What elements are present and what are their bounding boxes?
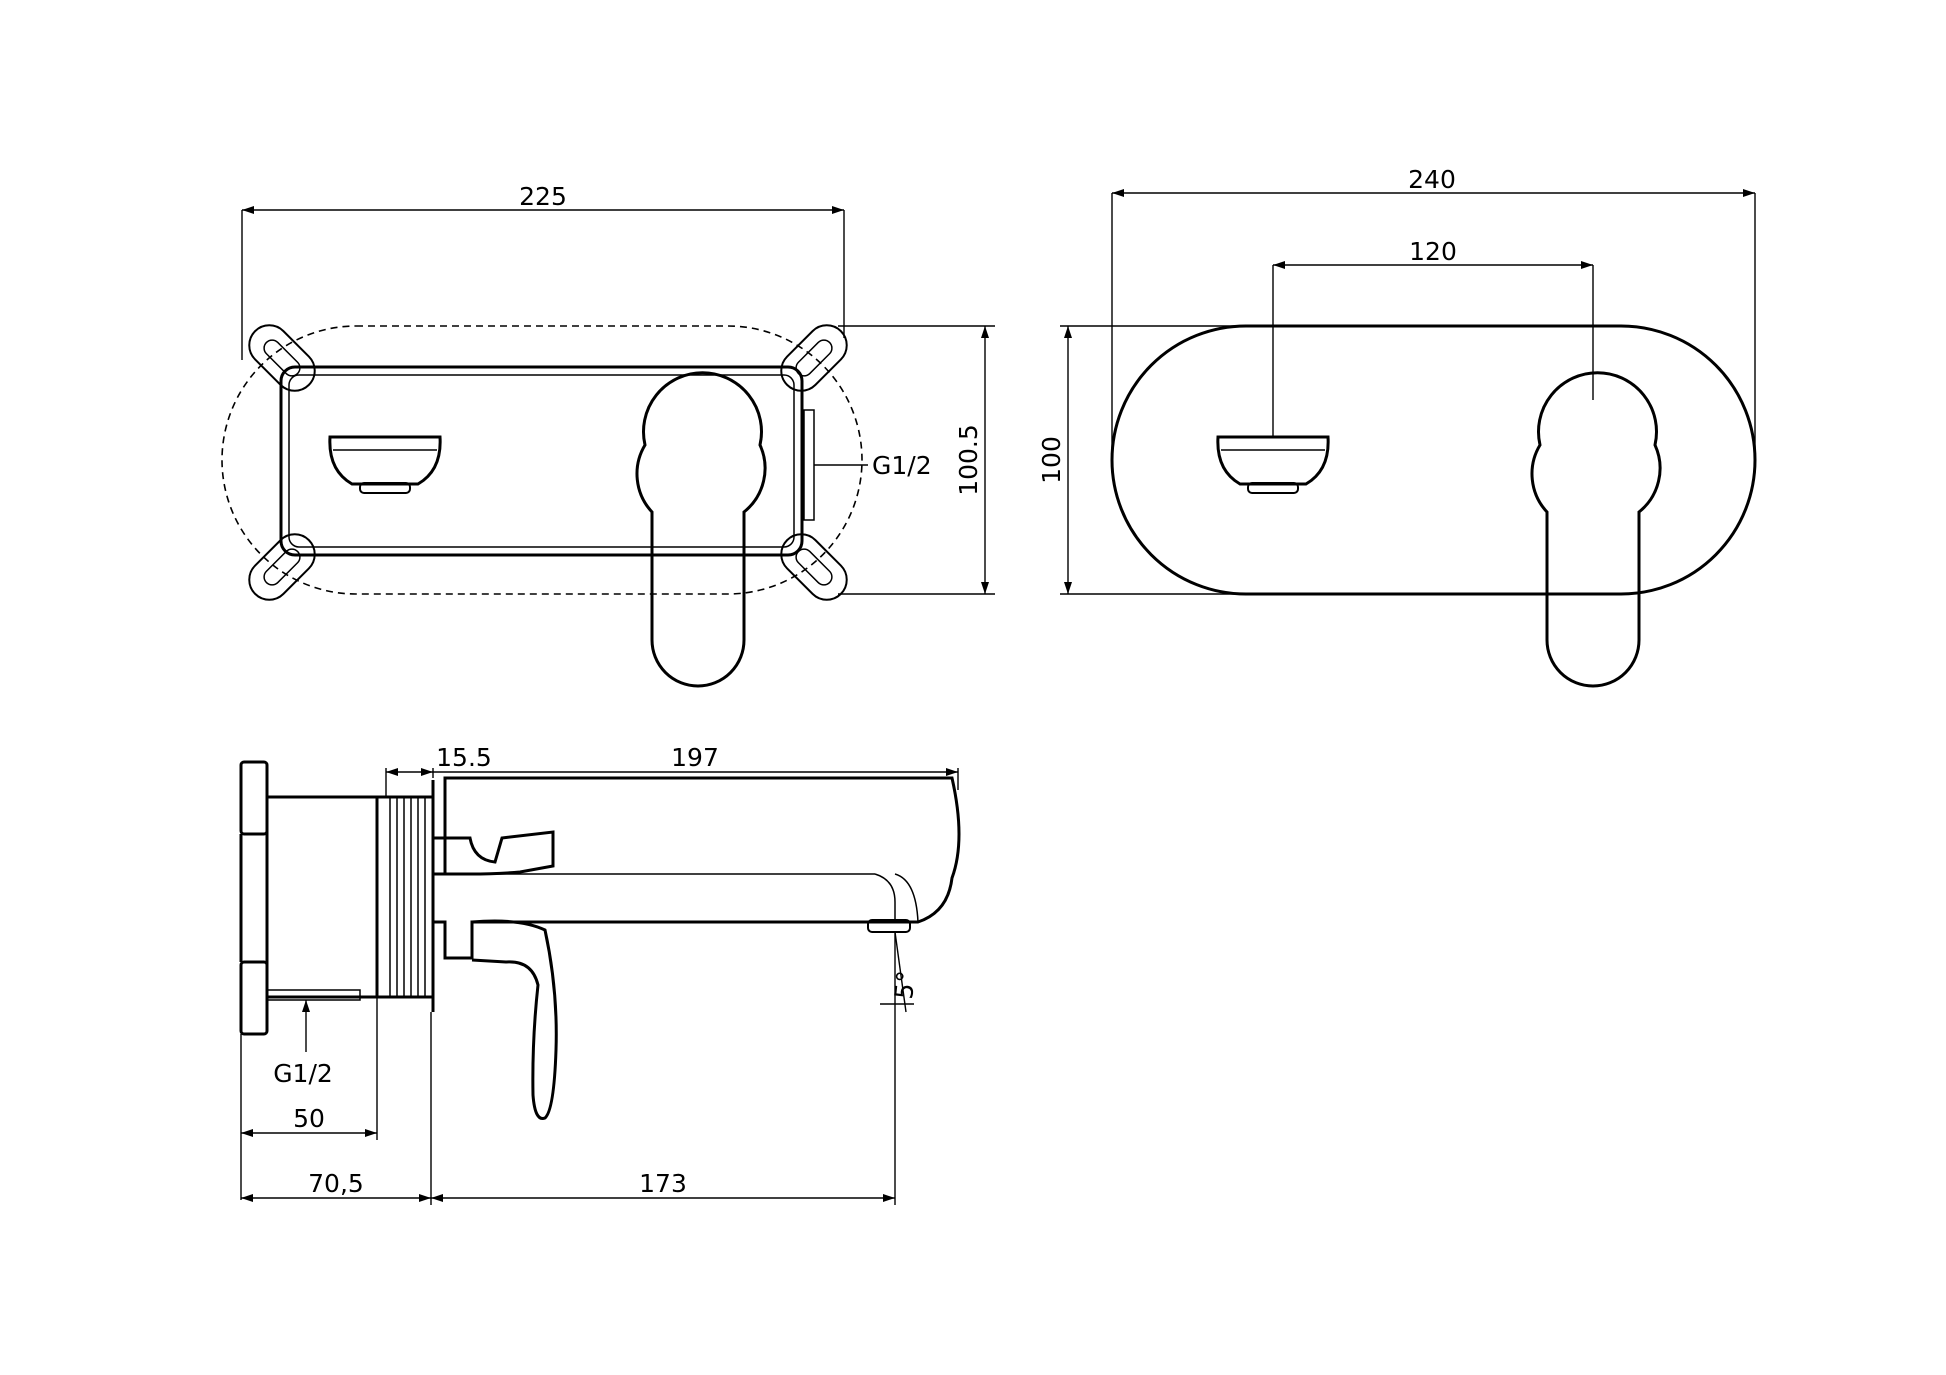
side-wall-offset-label: 70,5 <box>308 1169 364 1198</box>
side-thread-lines <box>389 797 426 997</box>
side-angle-callout: 5° <box>880 931 921 1013</box>
mounting-lug-top-right <box>780 324 848 392</box>
plate-view: 240 120 100 <box>1037 165 1757 688</box>
side-plate-depth-label: 15.5 <box>436 743 492 772</box>
front-height-dimension: 100.5 <box>838 325 995 595</box>
plate-height-label: 100 <box>1037 436 1066 484</box>
side-outlet-projection-label: 173 <box>639 1169 687 1198</box>
side-lever-handle <box>471 919 558 1120</box>
plate-center-distance-label: 120 <box>1409 237 1457 266</box>
rough-in-body-inner <box>288 374 795 548</box>
plate-width-label: 240 <box>1408 165 1456 194</box>
plate-width-dimension: 240 <box>1111 165 1756 456</box>
mounting-lug-top-left <box>248 324 316 392</box>
cover-plate <box>1110 324 1757 596</box>
front-connection-callout: G1/2 <box>814 451 932 480</box>
mounting-lug-bottom-right <box>780 533 848 601</box>
side-connection-callout: G1/2 <box>273 1000 333 1088</box>
front-connection-label: G1/2 <box>872 451 932 480</box>
front-view: 225 100.5 G1/2 <box>221 182 995 688</box>
plate-height-dimension: 100 <box>1037 325 1250 595</box>
front-height-label: 100.5 <box>954 424 983 496</box>
side-connection-label: G1/2 <box>273 1059 333 1088</box>
front-plate-outline-dashed <box>221 325 863 595</box>
side-body-depth-label: 50 <box>293 1104 325 1133</box>
front-inlet-stub <box>803 409 815 521</box>
front-spout-outlet <box>328 435 442 494</box>
side-body-depth-dimension: 50 <box>240 997 378 1200</box>
side-lever-top <box>433 830 555 876</box>
side-bracket-bottom <box>239 960 269 1036</box>
front-width-label: 225 <box>519 182 567 211</box>
side-bottom-dimensions: 70,5 173 <box>241 932 896 1205</box>
side-top-dimensions: 15.5 197 <box>385 743 959 797</box>
side-body-block <box>265 795 379 999</box>
rough-in-body <box>279 365 804 557</box>
plate-lever-handle <box>1530 371 1662 688</box>
side-spout-length-label: 197 <box>671 743 719 772</box>
side-bracket-top <box>239 760 269 836</box>
side-aerator <box>867 919 911 933</box>
front-lever-handle <box>635 371 767 688</box>
plate-center-distance-dimension: 120 <box>1272 237 1594 437</box>
mounting-lug-bottom-left <box>248 533 316 601</box>
side-angle-label: 5° <box>889 969 921 1000</box>
front-width-dimension: 225 <box>241 182 845 360</box>
plate-spout-outlet <box>1216 435 1330 494</box>
side-view: 15.5 197 G1/2 50 70,5 173 <box>239 743 961 1205</box>
